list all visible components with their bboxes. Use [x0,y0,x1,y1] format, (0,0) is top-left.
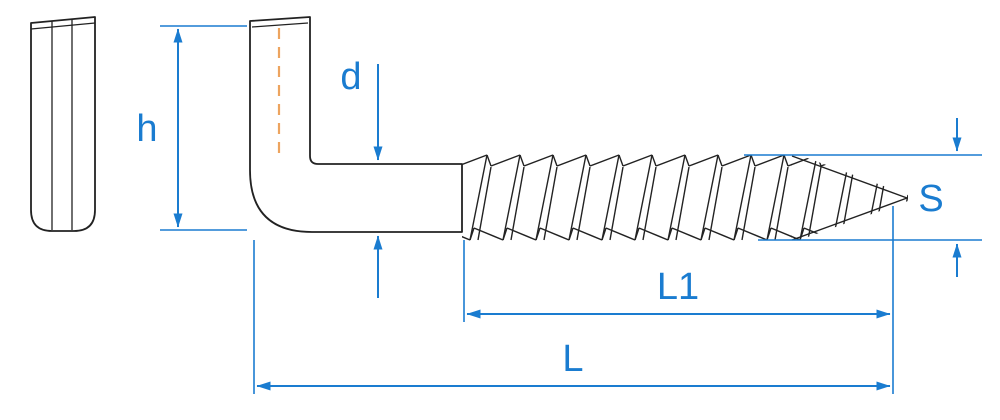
taper-outline-top [791,155,908,199]
end-view [30,16,96,232]
dim-l1: L1 [463,206,894,394]
hook-body [249,16,463,233]
dim-label-l1: L1 [657,266,699,308]
dim-label-d: d [340,56,361,98]
dim-d: d [340,56,383,298]
dim-s: S [744,118,982,277]
thread-section [462,148,908,246]
dim-label-l: L [562,338,583,380]
hook-outline [249,16,463,233]
dim-h: h [136,25,247,231]
thread-pattern-full [462,148,792,246]
dim-l: L [253,240,891,394]
taper-outline-bottom [791,197,908,241]
dim-label-h: h [136,108,157,150]
end-view-outline [30,16,96,232]
end-view-top-edge-line [30,22,96,30]
dim-label-s: S [918,178,943,220]
hook-top-edge-line [251,22,309,28]
